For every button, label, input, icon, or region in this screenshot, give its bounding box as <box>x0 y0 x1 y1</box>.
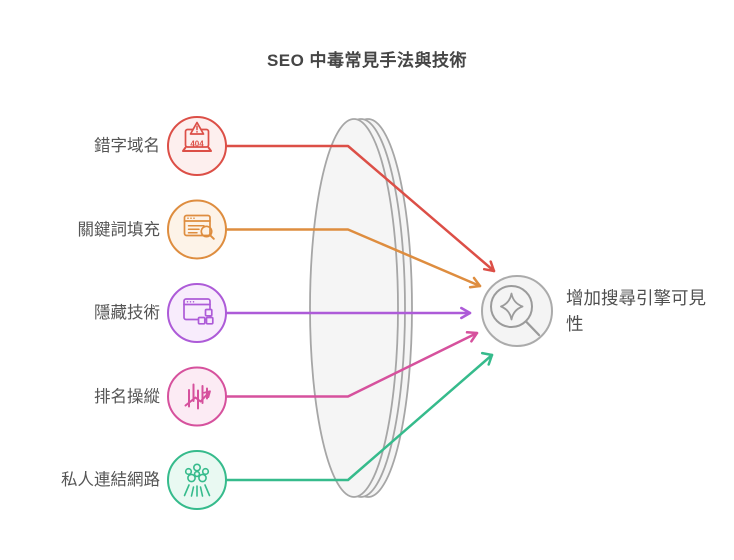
connector-typo-domain <box>224 144 496 273</box>
label-typo-domain: 錯字域名 <box>94 137 160 155</box>
magnifier-handle <box>524 320 541 337</box>
node-circle <box>167 116 227 176</box>
lens-front-ellipse <box>309 118 399 498</box>
label-outcome: 增加搜尋引擎可見性 <box>566 288 706 334</box>
person-head <box>201 467 210 476</box>
label-keyword-stuffing: 關鍵詞填充 <box>77 221 161 239</box>
person-head <box>198 473 207 483</box>
hidden-block <box>204 308 213 317</box>
person-head <box>193 470 201 478</box>
hidden-block <box>205 316 214 325</box>
magnifier-glass <box>490 285 533 328</box>
label-cloaking: 隱藏技術 <box>94 304 160 322</box>
connector-rank-manipulation <box>224 331 479 398</box>
connector-link-network <box>224 351 494 482</box>
node-outcome <box>481 275 553 347</box>
arrowhead-icon <box>480 351 494 366</box>
chart-manipulation-icon <box>184 383 211 410</box>
person-head <box>193 463 202 472</box>
browser-window <box>183 214 211 237</box>
person-head <box>184 467 193 476</box>
laptop-base <box>182 146 212 152</box>
connector-line <box>224 331 479 398</box>
outcome-circle <box>481 275 553 347</box>
hidden-block <box>197 316 206 325</box>
arrowhead-icon <box>203 390 211 398</box>
people-legs <box>183 484 211 497</box>
magnifier-handle <box>209 234 215 240</box>
node-link-network <box>167 450 227 510</box>
node-keyword-stuffing <box>167 199 227 260</box>
trend-line <box>184 390 211 407</box>
magnifier-glass <box>200 225 213 238</box>
connector-cloaking <box>224 306 472 320</box>
connector-keyword-stuffing <box>224 228 482 289</box>
node-circle <box>167 450 227 510</box>
connector-line <box>224 353 494 482</box>
label-rank-manipulation: 排名操縱 <box>94 388 160 406</box>
sparkle-icon <box>500 292 524 321</box>
node-cloaking <box>167 283 227 343</box>
label-link-network: 私人連結網路 <box>61 471 160 489</box>
person-head <box>187 473 196 483</box>
arrowhead-icon <box>460 306 472 320</box>
connectors <box>224 144 496 482</box>
arrowhead-icon <box>482 260 496 273</box>
node-typo-domain: 404 <box>167 116 227 176</box>
connector-line <box>224 228 482 288</box>
lens-shape <box>309 118 413 498</box>
arrowhead-icon <box>468 276 482 289</box>
connector-line <box>224 144 496 273</box>
arrowhead-icon <box>465 331 479 343</box>
node-rank-manipulation <box>167 366 227 427</box>
sparkle-magnifier-icon <box>490 285 541 337</box>
text-lines <box>187 225 205 234</box>
hidden-window-icon <box>183 298 214 325</box>
people-network-icon <box>183 463 211 497</box>
node-circle <box>167 283 227 343</box>
laptop-404-icon: 404 <box>182 121 212 152</box>
error-404-text: 404 <box>190 139 204 148</box>
page-title: SEO 中毒常見手法與技術 <box>266 51 468 70</box>
browser-search-icon <box>183 214 215 240</box>
